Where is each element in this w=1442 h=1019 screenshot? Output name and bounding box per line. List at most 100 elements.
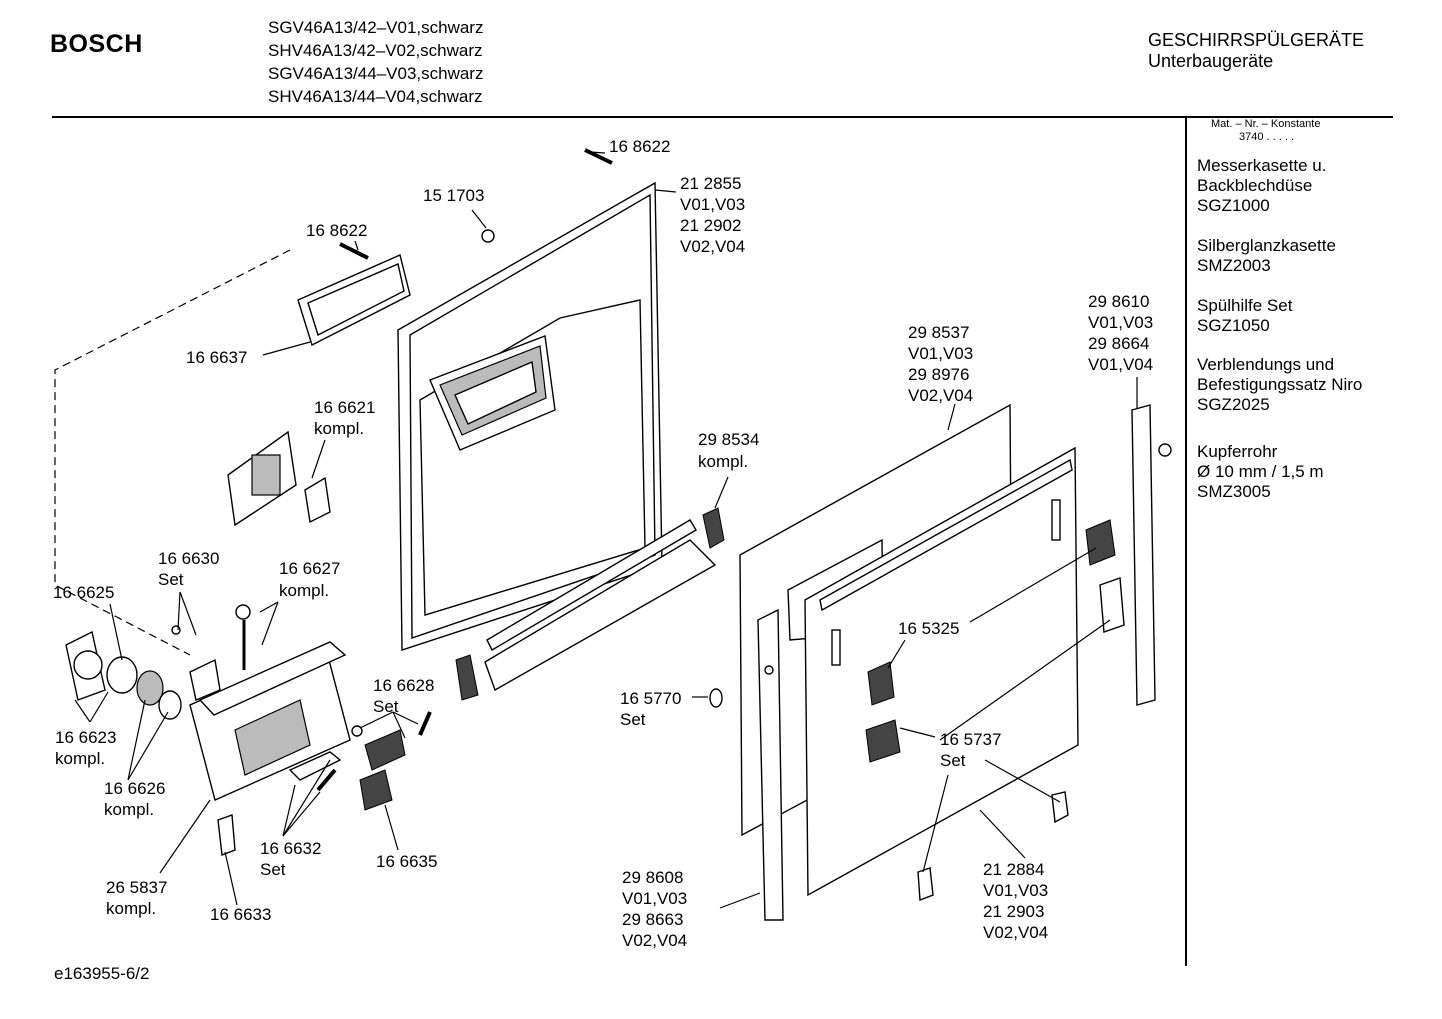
part-label: 29 8608 [622,868,683,887]
accessory-line: Kupferrohr [1197,442,1278,461]
mat-header: Mat. – Nr. – Konstante [1211,118,1321,130]
part-label-group: 16 5737 Set [940,730,1001,770]
part-label: kompl. [314,419,364,438]
part-label: 21 2855 [680,174,741,193]
part-label-group: 21 2855 V01,V03 21 2902 V02,V04 [680,174,745,256]
part-label: kompl. [55,749,105,768]
part-label: 29 8663 [622,910,683,929]
part-label: Set [620,710,646,729]
part-label: 21 2902 [680,216,741,235]
part-label-group: 21 2884 V01,V03 21 2903 V02,V04 [983,860,1048,942]
part-label: 16 5770 [620,689,681,708]
part-label: V01,V03 [983,881,1048,900]
part-label: 16 5737 [940,730,1001,749]
part-label: 16 8622 [609,137,670,156]
side-strip-part [757,608,784,921]
part-label: 29 8537 [908,323,969,342]
part-label: kompl. [104,800,154,819]
part-label-group: 29 8608 V01,V03 29 8663 V02,V04 [622,868,687,950]
part-label: V01,V03 [680,195,745,214]
part-label: V01,V03 [622,889,687,908]
part-label: 16 6621 [314,398,375,417]
accessory-item: Silberglanzkasette SMZ2003 [1197,236,1432,276]
part-label: 29 8664 [1088,334,1149,353]
part-label: 29 8976 [908,365,969,384]
part-label: 21 2884 [983,860,1044,879]
part-label: 16 6625 [53,583,114,602]
accessory-line: Verblendungs und [1197,355,1335,374]
accessory-line: SMZ3005 [1197,482,1271,501]
model-list: SGV46A13/42–V01,schwarz SHV46A13/42–V02,… [268,16,483,108]
part-label: Set [260,860,286,879]
leader-lines [74,151,1138,909]
part-label: 26 5837 [106,878,167,897]
screw-part [339,148,613,260]
mat-constant: 3740 . . . . . [1239,131,1295,143]
part-label-group: 16 5770 Set [620,689,681,729]
part-label-group: 29 8610 V01,V03 29 8664 V01,V04 [1088,292,1153,374]
part-label: 16 6623 [55,728,116,747]
category-title: GESCHIRRSPÜLGERÄTE [1148,30,1365,50]
part-label: 16 6630 [158,549,219,568]
part-label: 16 6633 [210,905,271,924]
model-line: SHV46A13/44–V04,schwarz [268,87,483,106]
part-label-group: 26 5837 kompl. [106,878,167,918]
part-label: Set [373,697,399,716]
part-label-group: 29 8534 kompl. [698,430,759,471]
part-label-group: 29 8537 V01,V03 29 8976 V02,V04 [908,323,973,405]
dashed-assembly-line [54,249,291,656]
part-label: V01,V03 [1088,313,1153,332]
part-label: 16 6627 [279,559,340,578]
part-label: 15 1703 [423,186,484,205]
part-label: 16 6632 [260,839,321,858]
part-label-group: 16 6632 Set [260,839,321,879]
accessory-line: Ø 10 mm / 1,5 m [1197,462,1324,481]
part-label: 16 6626 [104,779,165,798]
category-block: GESCHIRRSPÜLGERÄTE Unterbaugeräte [1148,30,1364,72]
part-label: kompl. [698,452,748,471]
dispenser-cover-part [227,430,331,527]
category-subtitle: Unterbaugeräte [1148,51,1274,71]
part-label: V01,V03 [908,344,973,363]
brand-logo: BOSCH [50,30,143,58]
accessory-item: Messerkasette u. Backblechdüse SGZ1000 [1197,156,1432,216]
part-label: kompl. [279,581,329,600]
model-line: SGV46A13/44–V03,schwarz [268,64,484,83]
part-label: kompl. [106,899,156,918]
part-label: V02,V04 [622,931,687,950]
part-label: Set [940,751,966,770]
accessory-sidebar: Mat. – Nr. – Konstante 3740 . . . . . Me… [1197,118,1432,502]
accessory-line: SGZ1050 [1197,316,1270,335]
part-label: 16 6628 [373,676,434,695]
part-label-group: 16 6630 Set [158,549,219,589]
part-label: V01,V04 [1088,355,1153,374]
side-rail-part [709,404,1172,901]
model-line: SGV46A13/42–V01,schwarz [268,18,484,37]
part-label: 16 6635 [376,852,437,871]
part-label-group: 16 6627 kompl. [279,559,340,600]
part-label: V02,V04 [908,386,973,405]
accessory-line: Befestigungssatz Niro [1197,375,1363,394]
drawing-code: e163955-6/2 [54,964,150,983]
part-label: 29 8610 [1088,292,1149,311]
part-label: 29 8534 [698,430,759,449]
part-label-group: 16 6628 Set [373,676,434,716]
part-label: 21 2903 [983,902,1044,921]
part-label: V02,V04 [680,237,745,256]
part-label-group: 16 6623 kompl. [55,728,116,768]
accessory-line: SGZ2025 [1197,395,1270,414]
accessory-line: SMZ2003 [1197,256,1271,275]
accessory-line: Backblechdüse [1197,176,1313,195]
seal-frame-part [297,254,411,347]
front-door-panel [804,446,1079,897]
accessory-line: Messerkasette u. [1197,156,1327,175]
inner-door-panel [397,181,663,651]
dispenser-assembly-part [65,604,432,856]
part-label: 16 6637 [186,348,247,367]
accessory-line: Silberglanzkasette [1197,236,1336,255]
accessory-item: Spülhilfe Set SGZ1050 [1197,296,1432,336]
accessory-item: Verblendungs und Befestigungssatz Niro S… [1197,355,1432,415]
part-label: 16 5325 [898,619,959,638]
model-line: SHV46A13/42–V02,schwarz [268,41,483,60]
